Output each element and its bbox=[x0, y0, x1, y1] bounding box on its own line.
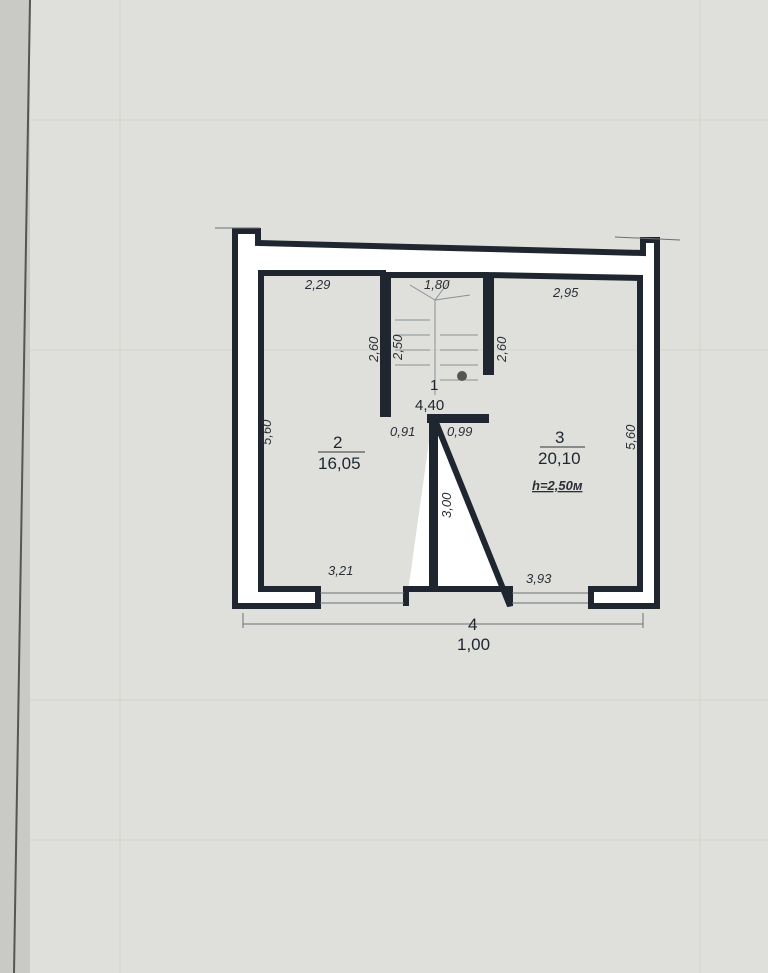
room3-number: 3 bbox=[555, 428, 564, 447]
paper-edge-line bbox=[13, 0, 31, 973]
dim-stair-top: 1,80 bbox=[424, 277, 450, 292]
dim-door-right: 0,99 bbox=[447, 424, 472, 439]
room4-area: 1,00 bbox=[457, 635, 490, 654]
walls bbox=[232, 228, 660, 609]
dim-room2-bottom: 3,21 bbox=[328, 563, 353, 578]
room3-height: h=2,50м bbox=[532, 478, 583, 493]
paper-left-edge bbox=[0, 0, 30, 973]
dim-room3-right: 5,60 bbox=[623, 424, 638, 450]
room3-area: 20,10 bbox=[538, 449, 581, 468]
dim-stair-right: 2,60 bbox=[494, 336, 509, 363]
room1-area: 4,40 bbox=[415, 397, 444, 414]
stair-marker bbox=[457, 371, 467, 381]
dim-room3-bottom: 3,93 bbox=[526, 571, 552, 586]
dim-stair-left-inner: 2,50 bbox=[390, 334, 405, 361]
staircase bbox=[395, 279, 478, 395]
dim-partition: 3,00 bbox=[439, 492, 454, 518]
dimension-lines bbox=[215, 227, 681, 628]
paper-grid bbox=[30, 0, 768, 973]
dim-stair-left-outer: 2,60 bbox=[366, 336, 381, 363]
room2-area: 16,05 bbox=[318, 454, 361, 473]
room2-number: 2 bbox=[333, 433, 342, 452]
dim-door-left: 0,91 bbox=[390, 424, 415, 439]
stair-landing-wall bbox=[430, 415, 488, 421]
room1-number: 1 bbox=[430, 377, 438, 394]
dim-room2-top: 2,29 bbox=[304, 277, 330, 292]
partition-wall bbox=[430, 419, 436, 589]
room4-number: 4 bbox=[468, 615, 477, 634]
dim-room3-top: 2,95 bbox=[552, 285, 579, 300]
windows bbox=[320, 592, 588, 604]
dim-room2-left: 5,60 bbox=[259, 419, 274, 445]
